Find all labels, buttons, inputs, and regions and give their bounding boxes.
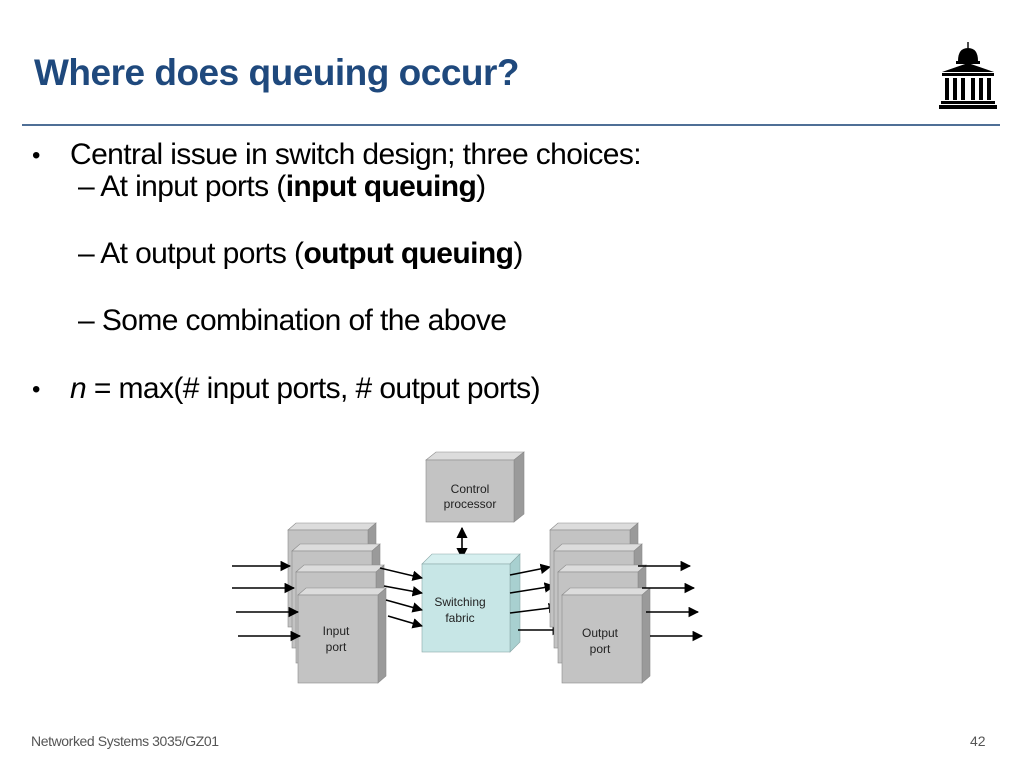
slide-title: Where does queuing occur? xyxy=(34,52,520,93)
switching-fabric-box: Switching fabric xyxy=(421,553,521,653)
output-port-stack: Output port xyxy=(549,522,651,684)
router-diagram: Control processor Input port xyxy=(232,451,704,684)
bullet-marker: • xyxy=(32,142,41,169)
sub-bullet: – Some combination of the above xyxy=(78,304,507,337)
bullet-text: Central issue in switch design; three ch… xyxy=(70,138,642,171)
input-to-fabric-arrows xyxy=(379,567,424,629)
output-label-line2: port xyxy=(590,642,611,656)
control-label-line1: Control xyxy=(451,482,490,496)
control-label-line2: processor xyxy=(444,497,497,511)
input-port-stack: Input port xyxy=(287,522,387,684)
input-arrows xyxy=(232,560,302,642)
fabric-label-line1: Switching xyxy=(434,595,485,609)
control-processor-box: Control processor xyxy=(425,451,525,523)
slide-footer: Networked Systems 3035/GZ01 xyxy=(31,733,219,749)
output-arrows xyxy=(638,560,704,642)
university-building-icon xyxy=(939,42,997,109)
sub-bullet: – At input ports (input queuing) xyxy=(78,170,486,203)
fabric-label-line2: fabric xyxy=(445,611,474,625)
input-label-line1: Input xyxy=(323,624,350,638)
bullet-text: n = max(# input ports, # output ports) xyxy=(70,372,541,405)
sub-bullet: – At output ports (output queuing) xyxy=(78,237,523,270)
output-label-line1: Output xyxy=(582,626,619,640)
slide-body: • Central issue in switch design; three … xyxy=(32,138,642,405)
input-label-line2: port xyxy=(326,640,347,654)
page-number: 42 xyxy=(970,733,986,749)
bullet-marker: • xyxy=(32,376,41,403)
title-rule xyxy=(22,124,1000,126)
